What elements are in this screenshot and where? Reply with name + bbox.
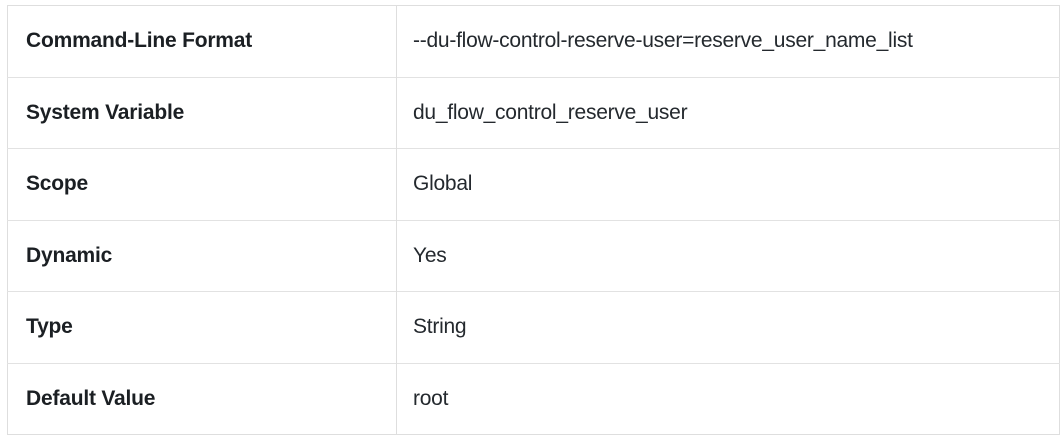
property-label-dynamic: Dynamic — [7, 219, 397, 292]
property-value-type: String — [396, 291, 1060, 363]
property-label-system-variable: System Variable — [7, 76, 397, 149]
table-row: Scope Global — [7, 148, 1060, 220]
system-variable-properties-table: Command-Line Format --du-flow-control-re… — [7, 5, 1060, 435]
table-body: Command-Line Format --du-flow-control-re… — [7, 5, 1060, 435]
property-label-command-line-format: Command-Line Format — [7, 5, 397, 77]
property-label-scope: Scope — [7, 148, 397, 220]
property-value-scope: Global — [396, 148, 1060, 220]
property-value-command-line-format: --du-flow-control-reserve-user=reserve_u… — [396, 5, 1060, 77]
property-label-default-value: Default Value — [7, 362, 397, 435]
property-value-system-variable: du_flow_control_reserve_user — [396, 76, 1060, 149]
table-row: Command-Line Format --du-flow-control-re… — [7, 5, 1060, 77]
table-row: Dynamic Yes — [7, 219, 1060, 292]
property-value-default-value: root — [396, 362, 1060, 435]
table-row: Type String — [7, 291, 1060, 363]
property-value-dynamic: Yes — [396, 219, 1060, 292]
table-row: System Variable du_flow_control_reserve_… — [7, 76, 1060, 149]
property-label-type: Type — [7, 291, 397, 363]
table-row: Default Value root — [7, 362, 1060, 435]
